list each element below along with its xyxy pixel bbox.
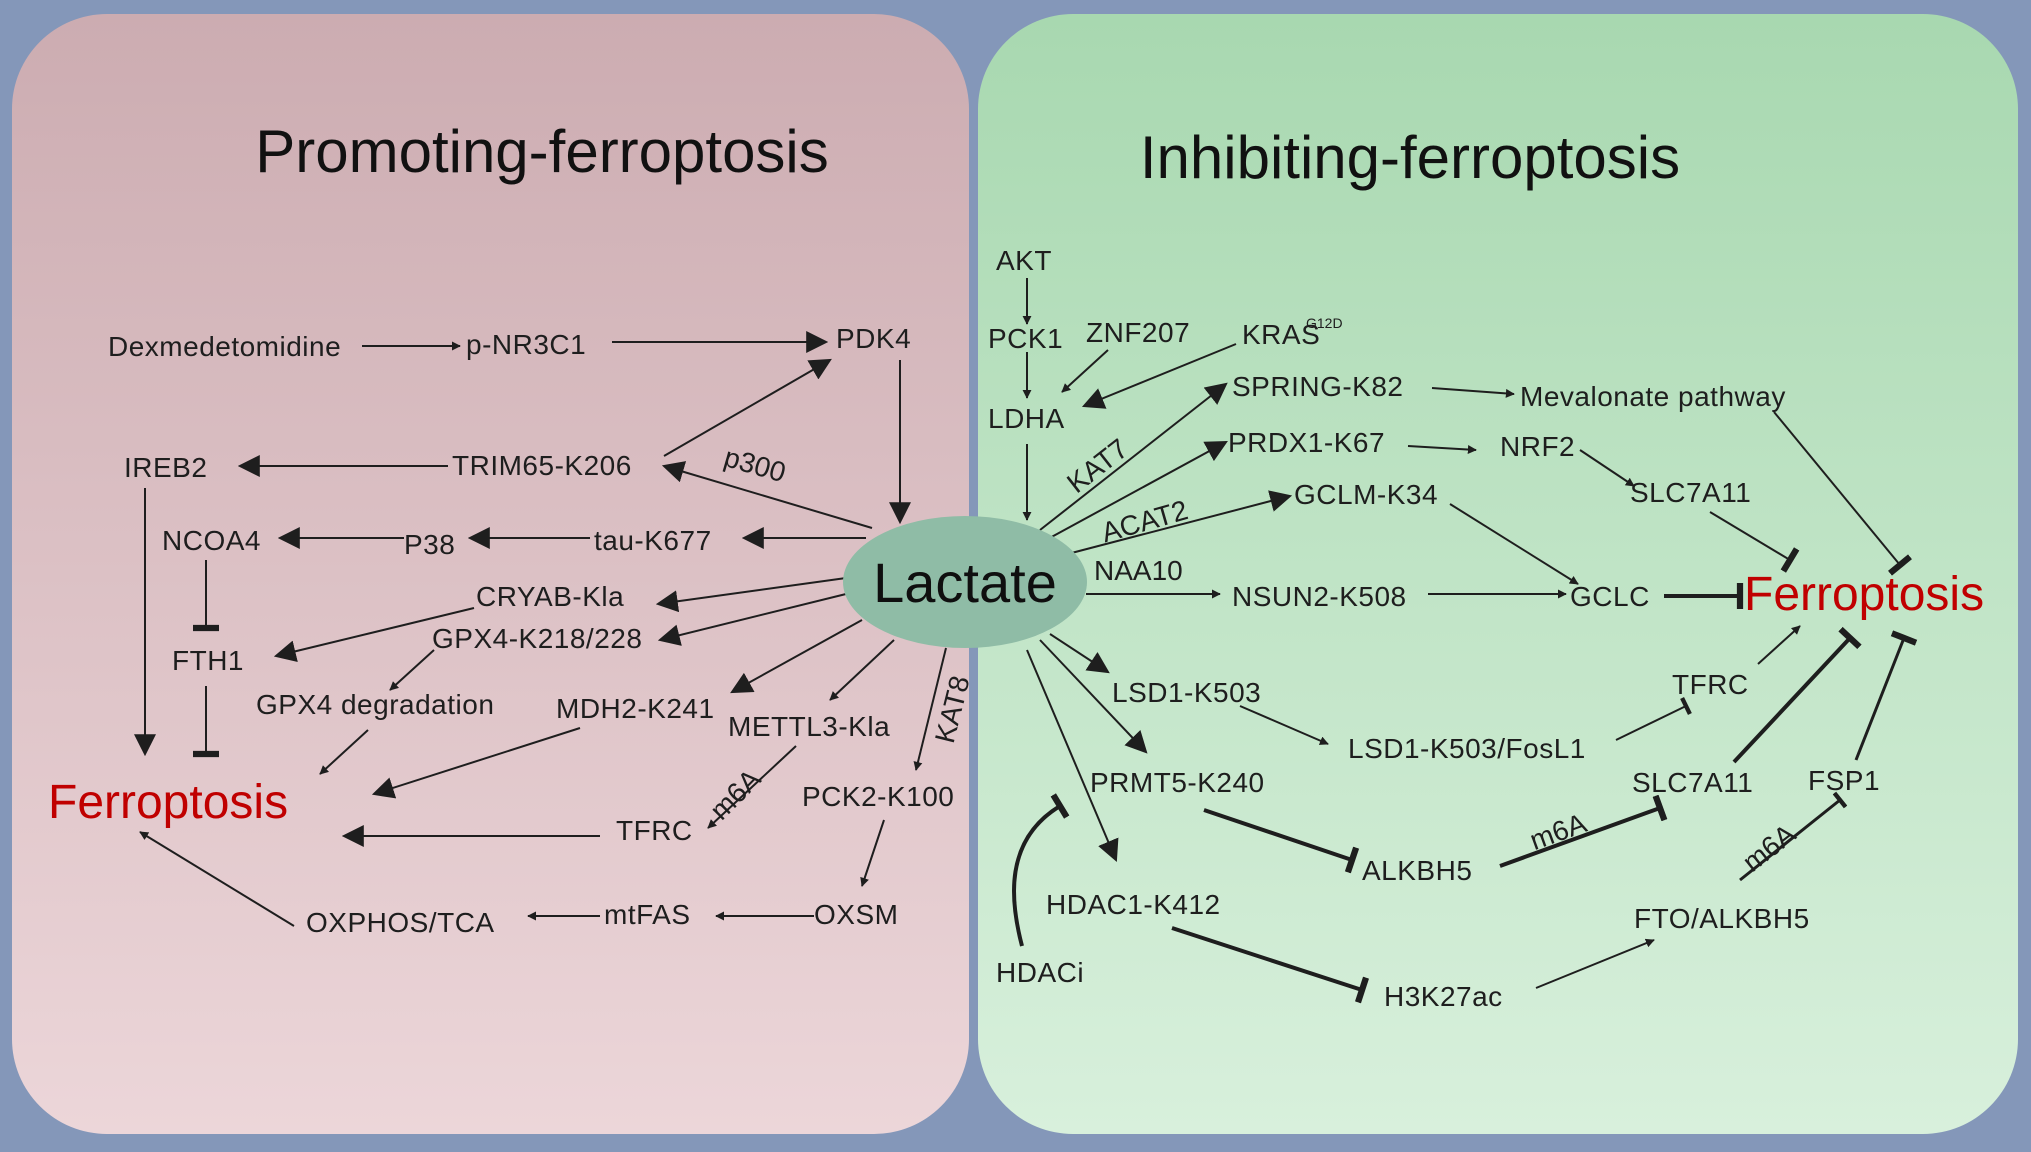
node-oxsm: OXSM	[814, 899, 898, 930]
node-oxphos-tca: OXPHOS/TCA	[306, 907, 495, 938]
arrow-mdh2-to-ferroptosis	[371, 727, 581, 799]
arrow-gpx4deg-to-ferroptosis	[319, 729, 369, 775]
node-tfrc-right: TFRC	[1672, 669, 1749, 700]
arrow-lactate-to-mdh2	[730, 619, 863, 694]
arrow-lsd1-to-fosl1	[1239, 705, 1329, 745]
node-pck1: PCK1	[988, 323, 1063, 354]
inhibiting-title: Inhibiting-ferroptosis	[1140, 124, 1680, 191]
arrow-lactate-to-trim65-p300	[661, 461, 873, 529]
node-nsun2-k508: NSUN2-K508	[1232, 581, 1407, 612]
node-h3k27ac: H3K27ac	[1384, 981, 1503, 1012]
node-cryab-kla: CRYAB-Kla	[476, 581, 624, 612]
node-mettl3-kla: METTL3-Kla	[728, 711, 890, 742]
arrow-cryab-to-fth1	[273, 607, 475, 663]
node-ferroptosis-left: Ferroptosis	[48, 776, 288, 829]
inhibiting-panel	[978, 14, 2018, 1134]
node-trim65-k206: TRIM65-K206	[452, 450, 632, 481]
node-p-nr3c1: p-NR3C1	[466, 329, 586, 360]
node-mevalonate-pathway: Mevalonate pathway	[1520, 381, 1786, 412]
node-tau-k677: tau-K677	[594, 525, 712, 556]
inhibit-fsp1-ferroptosis	[1854, 630, 1918, 761]
right-arrows	[1011, 278, 1918, 1004]
left-arrows	[134, 331, 947, 927]
node-fsp1: FSP1	[1808, 765, 1880, 796]
arrow-lactate-to-gclm-acat2	[1059, 490, 1293, 557]
node-prmt5-k240: PRMT5-K240	[1090, 767, 1265, 798]
node-kras-superscript: G12D	[1306, 315, 1343, 331]
arrow-oxphos-to-ferroptosis	[139, 831, 295, 927]
node-ncoa4: NCOA4	[162, 525, 261, 556]
node-ferroptosis-right: Ferroptosis	[1744, 568, 1984, 621]
inhibit-slc7a11low-ferroptosis	[1732, 626, 1862, 764]
inhibit-slc7a11-ferroptosis	[1709, 511, 1800, 573]
node-slc7a11-low: SLC7A11	[1632, 767, 1753, 798]
node-slc7a11-top: SLC7A11	[1630, 477, 1751, 508]
arrow-lactate-to-prdx1	[1045, 440, 1228, 541]
inhibit-hdac1-h3k27ac	[1171, 926, 1369, 1004]
node-ldha: LDHA	[988, 403, 1065, 434]
arrow-spring-to-mevalonate	[1431, 387, 1515, 398]
node-fto-alkbh5: FTO/ALKBH5	[1634, 903, 1810, 934]
inhibit-mevalonate-ferroptosis	[1773, 411, 1913, 576]
inhibit-hdaci-hdac1	[1011, 793, 1070, 947]
node-pck2-k100: PCK2-K100	[802, 781, 954, 812]
arrow-lactate-to-mettl3	[829, 639, 895, 701]
node-gclm-k34: GCLM-K34	[1294, 479, 1438, 510]
arrow-kras-to-ldha	[1081, 343, 1237, 409]
lactate-ellipse	[843, 516, 1087, 648]
lactate-label: Lactate	[873, 551, 1057, 614]
node-lsd1-k503: LSD1-K503	[1112, 677, 1261, 708]
arrow-pck2-to-oxsm	[860, 819, 885, 887]
arrow-lactate-to-gpx4k	[657, 593, 847, 646]
node-gpx4-k218-228: GPX4-K218/228	[432, 623, 642, 654]
arrow-prdx1-to-nrf2	[1407, 445, 1477, 455]
node-kras: KRAS	[1242, 319, 1320, 350]
inhibit-alkbh5-slc7a11-m6a	[1499, 794, 1668, 868]
arrow-lactate-to-hdac1	[1026, 649, 1119, 863]
label-naa10: NAA10	[1094, 555, 1183, 586]
node-mtfas: mtFAS	[604, 899, 691, 930]
arrow-znf207-to-ldha	[1061, 349, 1109, 393]
node-alkbh5: ALKBH5	[1362, 855, 1472, 886]
arrow-lactate-to-cryab	[655, 577, 847, 613]
node-spring-k82: SPRING-K82	[1232, 371, 1404, 402]
node-nrf2: NRF2	[1500, 431, 1575, 462]
arrow-lactate-to-pck2-kat8	[913, 647, 947, 771]
node-akt: AKT	[996, 245, 1052, 276]
node-p38: P38	[404, 529, 455, 560]
inhibit-prmt5-alkbh5	[1203, 808, 1360, 874]
arrow-trim65-to-pdk4	[663, 358, 832, 457]
promoting-title: Promoting-ferroptosis	[255, 118, 829, 185]
inhibit-fto-fsp1-m6a	[1739, 791, 1848, 882]
arrow-h3k27ac-to-fto	[1535, 938, 1655, 989]
arrow-gpx4k-to-gpx4deg	[389, 649, 435, 691]
node-fth1: FTH1	[172, 645, 244, 676]
node-dexmedetomidine: Dexmedetomidine	[108, 331, 341, 362]
arrow-gclm-to-gclc	[1449, 503, 1579, 585]
node-lsd1-k503-fosl1: LSD1-K503/FosL1	[1348, 733, 1586, 764]
node-znf207: ZNF207	[1086, 317, 1190, 348]
arrow-lactate-to-spring-kat7	[1039, 382, 1228, 531]
node-mdh2-k241: MDH2-K241	[556, 693, 715, 724]
node-tfrc-left: TFRC	[616, 815, 693, 846]
promoting-panel	[12, 14, 969, 1134]
arrow-mettl3-to-tfrc-m6a	[707, 745, 797, 829]
left-nodes: Dexmedetomidine p-NR3C1 PDK4 IREB2 TRIM6…	[48, 323, 976, 938]
node-ireb2: IREB2	[124, 452, 207, 483]
arrow-tfrc-to-ferroptosis	[1757, 625, 1801, 665]
arrow-lactate-to-prmt5	[1039, 639, 1148, 754]
node-pdk4: PDK4	[836, 323, 911, 354]
node-prdx1-k67: PRDX1-K67	[1228, 427, 1385, 458]
node-gpx4-degradation: GPX4 degradation	[256, 689, 494, 720]
node-gclc: GCLC	[1570, 581, 1650, 612]
node-hdac1-k412: HDAC1-K412	[1046, 889, 1221, 920]
arrow-lactate-to-lsd1	[1049, 633, 1110, 674]
inhibit-fosl1-tfrc	[1615, 696, 1692, 741]
node-hdaci: HDACi	[996, 957, 1084, 988]
arrow-nrf2-to-slc7a11	[1579, 449, 1635, 487]
